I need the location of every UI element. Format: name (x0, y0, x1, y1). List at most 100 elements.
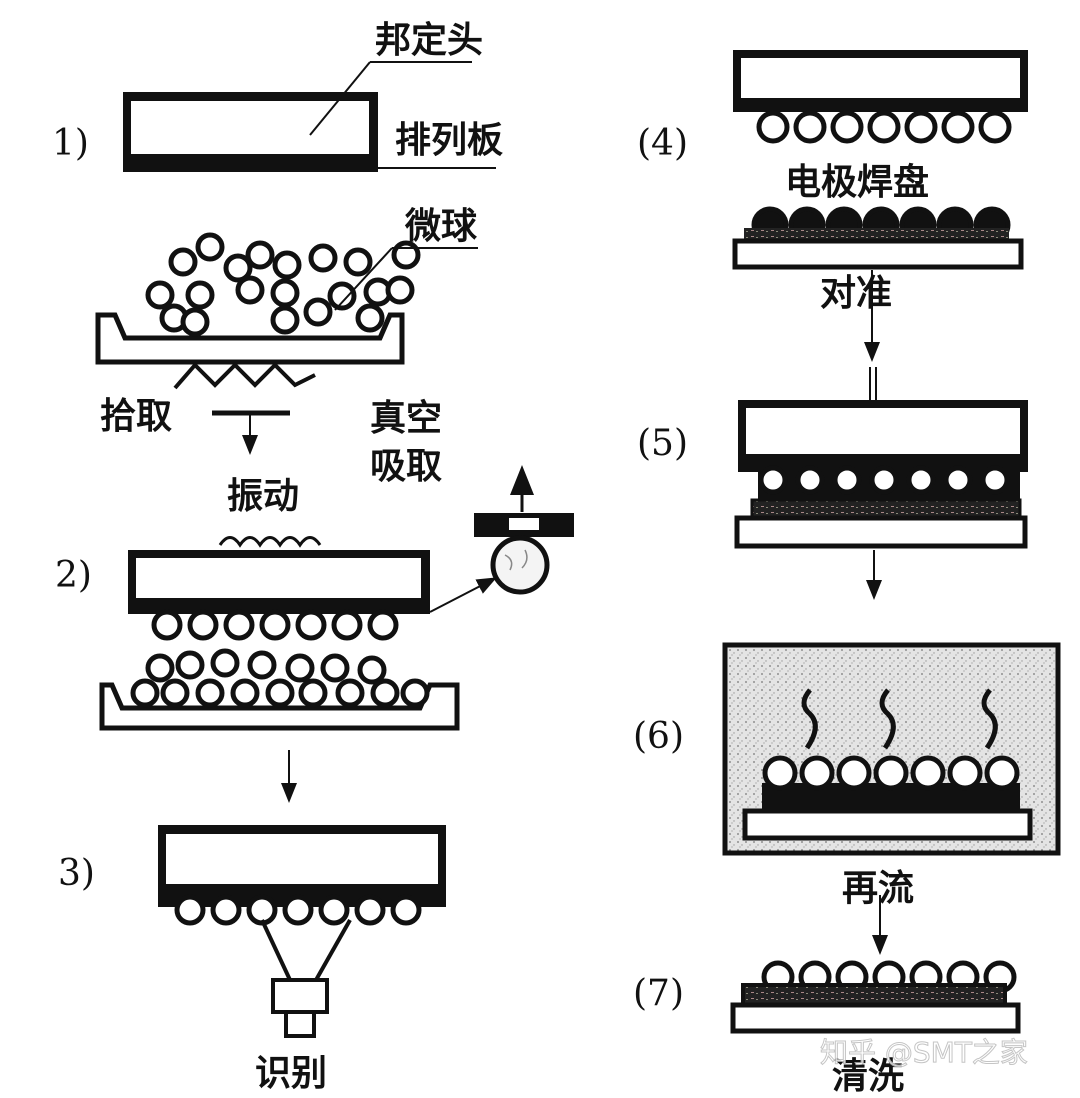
held-ball (259, 609, 291, 641)
reflowed-ball (873, 755, 909, 791)
micro-balls-tray-2 (130, 648, 430, 708)
label-array-plate: 排列板 (395, 120, 503, 161)
held-ball (246, 894, 278, 926)
camera-view-line-right (314, 919, 352, 981)
micro-ball (270, 278, 300, 308)
micro-ball (235, 275, 265, 305)
substrate-7 (730, 1002, 1021, 1034)
micro-ball (195, 678, 225, 708)
micro-balls-leader (334, 247, 393, 311)
bonded-ball (943, 465, 973, 495)
detail-arrow (429, 577, 497, 613)
label-pick-up: 拾取 (100, 396, 172, 437)
held-balls-2 (151, 609, 399, 641)
reflowed-ball (910, 755, 946, 791)
camera-view-line-left (260, 919, 292, 981)
micro-ball (400, 678, 430, 708)
step-4-number: (4) (637, 123, 688, 164)
reflowed-ball (799, 755, 835, 791)
micro-ball (335, 678, 365, 708)
held-ball (830, 110, 864, 144)
bonded-ball (869, 465, 899, 495)
substrate-6 (742, 808, 1033, 841)
held-ball (793, 110, 827, 144)
step-6-number: (6) (633, 716, 684, 757)
label-bond-head: 邦定头 (375, 20, 483, 61)
bonded-ball (980, 465, 1010, 495)
step-5: (5) (637, 400, 1028, 600)
micro-ball (327, 281, 357, 311)
bonded-ball (758, 465, 788, 495)
held-ball (904, 110, 938, 144)
held-ball (756, 110, 790, 144)
camera-lens-icon (284, 1010, 316, 1038)
micro-ball (370, 678, 400, 708)
micro-balls-pile (145, 232, 421, 337)
label-alignment: 对准 (820, 273, 892, 314)
bonded-ball (795, 465, 825, 495)
held-ball (174, 894, 206, 926)
step-5-number: (5) (637, 423, 688, 464)
watermark: 知乎 @SMT之家 (820, 1036, 1028, 1069)
micro-ball (303, 297, 333, 327)
micro-ball (285, 653, 315, 683)
pad-layer-5 (750, 498, 1022, 520)
reflowed-ball (984, 755, 1020, 791)
label-vibration: 振动 (227, 476, 299, 517)
step-1-number: 1) (52, 123, 89, 164)
micro-ball (230, 678, 260, 708)
micro-ball (308, 243, 338, 273)
substrate-5 (734, 515, 1028, 549)
micro-ball (355, 303, 385, 333)
micro-ball (298, 678, 328, 708)
micro-ball (160, 678, 190, 708)
held-ball (331, 609, 363, 641)
step-2-number: 2) (55, 555, 92, 596)
step-6: (6) 再流 (633, 642, 1061, 955)
micro-ball (168, 247, 198, 277)
micro-ball (145, 280, 175, 310)
micro-ball (185, 280, 215, 310)
micro-ball (223, 253, 253, 283)
micro-ball (180, 307, 210, 337)
step-2: 2) 振动 (55, 476, 497, 731)
step-7: (7) 清洗 (633, 960, 1021, 1097)
step-1: 1) 邦定头 排列板 微球 (52, 20, 503, 390)
micro-ball (272, 250, 302, 280)
micro-ball (145, 653, 175, 683)
label-vacuum-2: 吸取 (370, 446, 442, 487)
held-ball (354, 894, 386, 926)
micro-ball (320, 653, 350, 683)
reflowed-ball (762, 755, 798, 791)
held-ball (295, 609, 327, 641)
label-micro-balls: 微球 (404, 206, 478, 247)
step-4: (4) 电极焊盘 对准 (637, 50, 1028, 400)
held-ball (151, 609, 183, 641)
label-reflow: 再流 (842, 868, 914, 909)
held-ball (282, 894, 314, 926)
bond-head-leader (309, 61, 371, 136)
vibration-zigzag-icon (173, 362, 316, 390)
micro-ball (270, 305, 300, 335)
micro-ball (385, 275, 415, 305)
micro-ball (210, 648, 240, 678)
bonded-balls-5 (758, 465, 1010, 495)
substrate-4 (732, 238, 1024, 270)
heat-waves-icon (801, 688, 998, 750)
held-ball (867, 110, 901, 144)
camera-icon (271, 978, 329, 1014)
step-3-number: 3) (58, 853, 95, 894)
micro-ball (195, 232, 225, 262)
step-7-number: (7) (633, 973, 684, 1014)
label-cleaning: 清洗 (832, 1056, 904, 1097)
held-ball (941, 110, 975, 144)
held-ball (978, 110, 1012, 144)
reflowed-ball (836, 755, 872, 791)
held-ball (367, 609, 399, 641)
held-ball (390, 894, 422, 926)
micro-ball (357, 655, 387, 685)
vibration-wave-icon (218, 536, 322, 548)
vacuum-nozzle-detail (474, 513, 574, 595)
ball-tray-2 (99, 682, 460, 731)
